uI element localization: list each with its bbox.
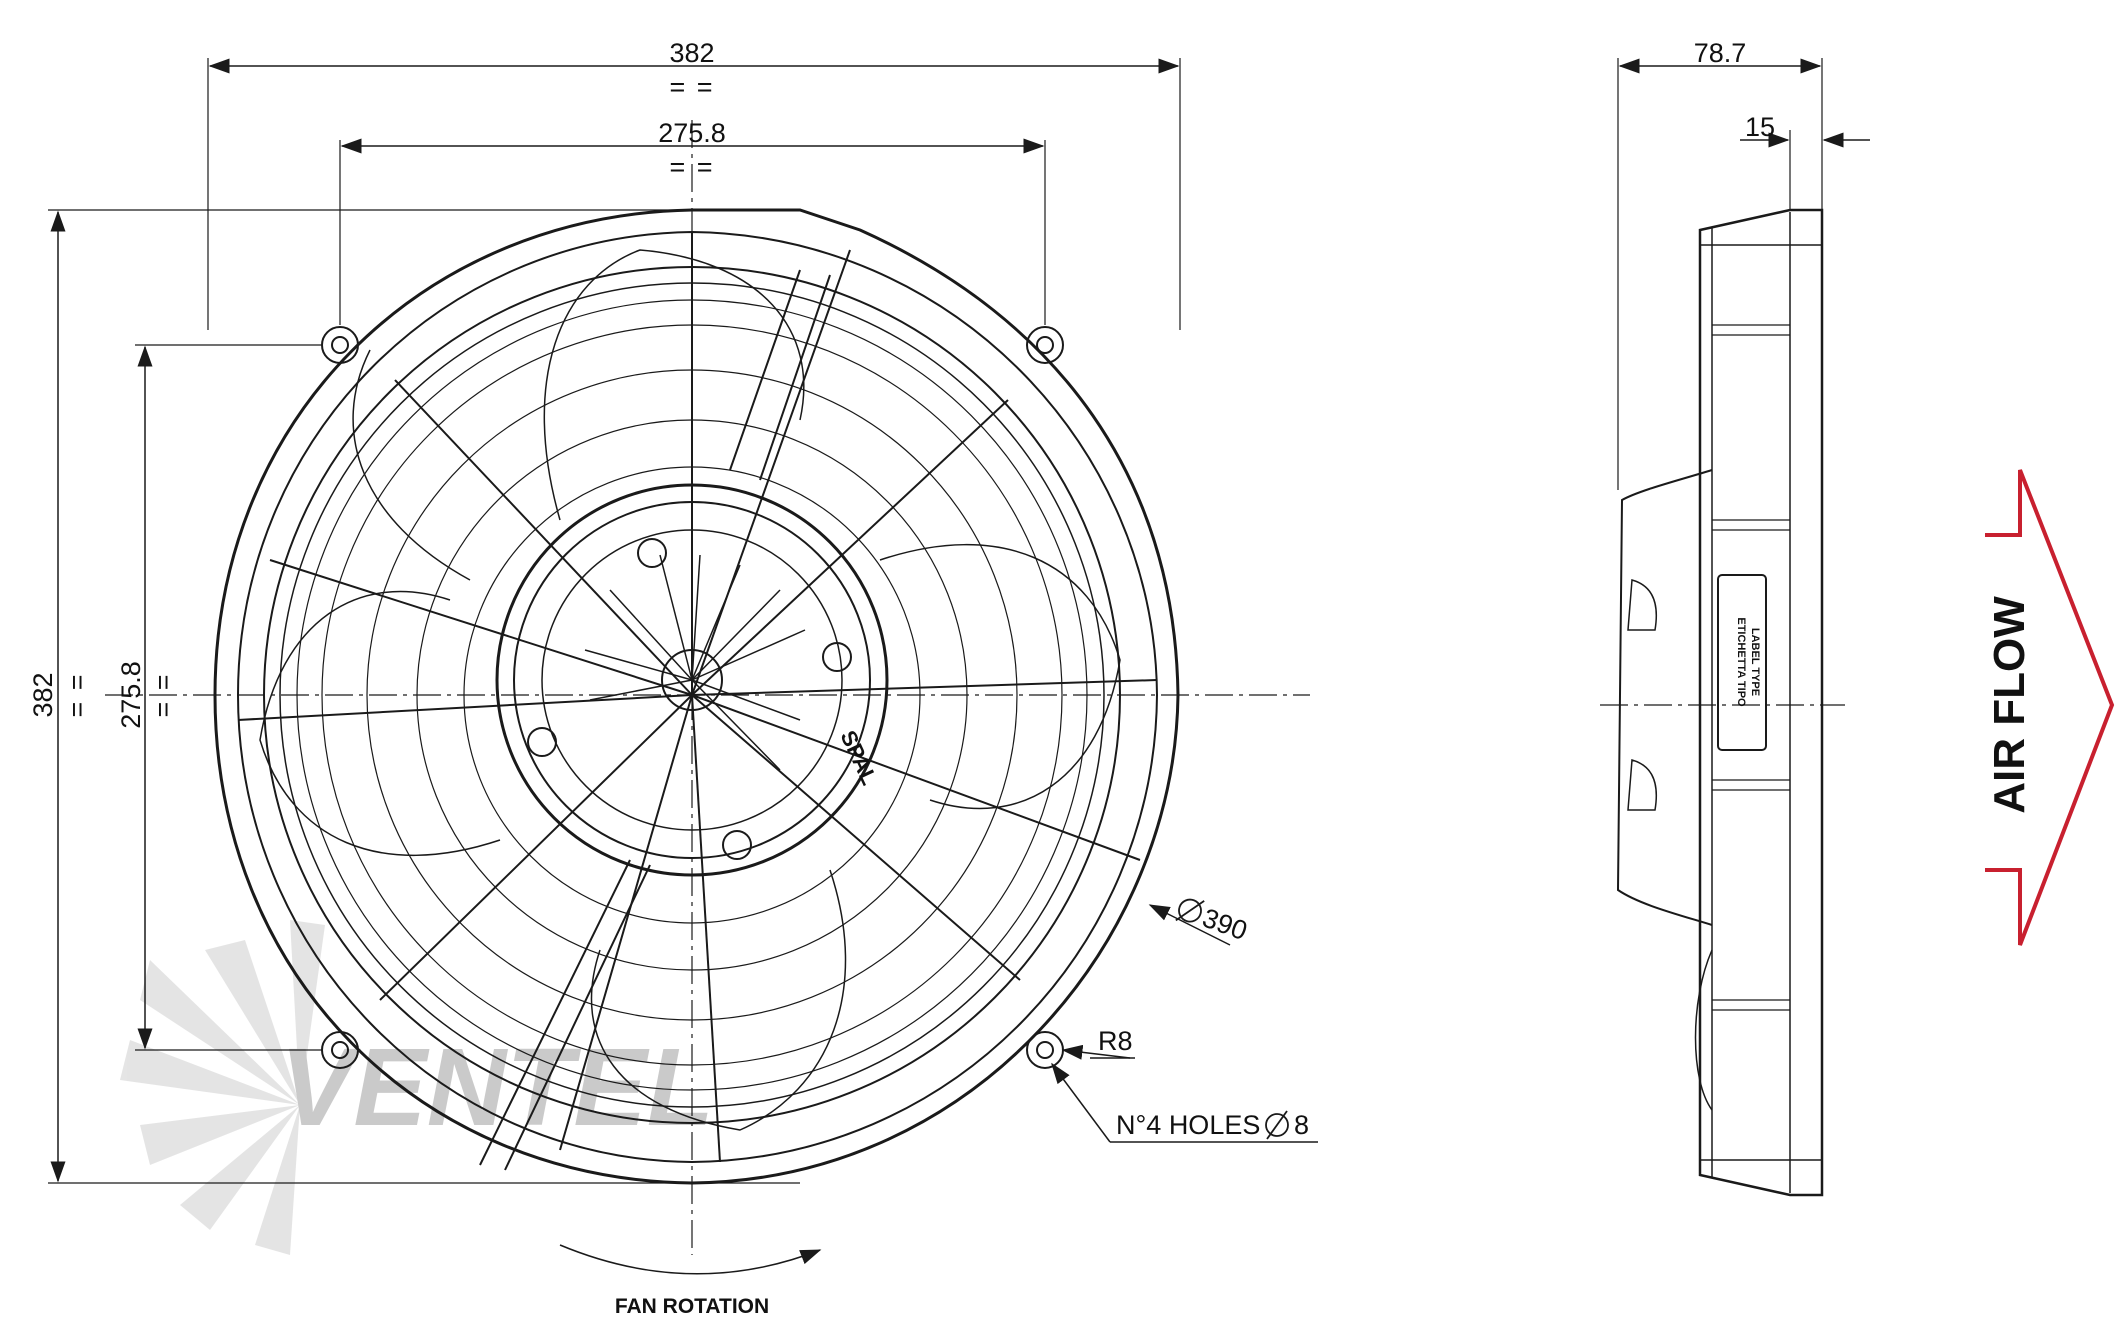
dim-diameter-value: 390 bbox=[1199, 903, 1252, 947]
air-flow-arrow-icon bbox=[1985, 469, 2115, 946]
hub-brand-text: SPAL bbox=[835, 727, 882, 789]
dim-height-holes-value: 275.8 bbox=[116, 661, 146, 729]
dim-depth-flange: 15 bbox=[1740, 112, 1870, 210]
dim-width-holes: 275.8 = = bbox=[339, 118, 1046, 325]
label-tag-line2: LABEL TYPE bbox=[1749, 628, 1761, 696]
side-view: ETICHETTA TIPO LABEL TYPE 78.7 15 bbox=[1600, 38, 1870, 1197]
side-motor bbox=[1616, 469, 1713, 1111]
side-label-tag: ETICHETTA TIPO LABEL TYPE bbox=[1717, 574, 1767, 751]
fan-rotation: FAN ROTATION bbox=[559, 1244, 822, 1318]
dim-width-overall: 382 = = bbox=[207, 38, 1181, 330]
fan-blades bbox=[259, 249, 1121, 1131]
air-flow-indicator: AIR FLOW bbox=[1985, 469, 2115, 946]
dim-width-holes-value: 275.8 bbox=[658, 118, 726, 148]
mounting-hole bbox=[1026, 1031, 1064, 1069]
dim-depth-overall-value: 78.7 bbox=[1694, 38, 1747, 68]
dim-holes: N°4 HOLES 8 bbox=[1051, 1062, 1318, 1143]
dim-height-holes: 275.8 = = bbox=[116, 344, 322, 1051]
dim-height-overall-value: 382 bbox=[28, 672, 58, 717]
dim-hole-diameter-value: 8 bbox=[1294, 1110, 1309, 1140]
fan-rotation-label: FAN ROTATION bbox=[615, 1295, 769, 1318]
mounting-hole bbox=[321, 326, 359, 364]
watermark-fan-icon bbox=[120, 920, 325, 1255]
dim-depth-flange-value: 15 bbox=[1745, 112, 1775, 142]
dim-width-overall-value: 382 bbox=[669, 38, 714, 68]
motor-fins bbox=[584, 554, 806, 771]
dim-depth-overall: 78.7 bbox=[1617, 38, 1823, 490]
dim-width-holes-equal: = = bbox=[669, 152, 714, 182]
watermark: VENTEL bbox=[120, 920, 714, 1255]
dim-radius: R8 bbox=[1061, 1026, 1135, 1060]
mounting-hole bbox=[1026, 326, 1064, 364]
guard-spokes bbox=[237, 232, 1158, 1163]
hub-screws bbox=[527, 538, 852, 860]
dim-diameter: 390 bbox=[1148, 898, 1252, 947]
dim-radius-value: R8 bbox=[1098, 1026, 1133, 1056]
air-flow-label: AIR FLOW bbox=[1985, 596, 2034, 814]
mounting-holes bbox=[321, 326, 1064, 1069]
dim-height-overall-equal: = = bbox=[62, 672, 92, 717]
dim-height-overall: 382 = = bbox=[28, 209, 800, 1184]
dim-width-overall-equal: = = bbox=[669, 72, 714, 102]
dim-height-holes-equal: = = bbox=[148, 672, 178, 717]
cable-harness bbox=[479, 269, 831, 1171]
dim-holes-label: N°4 HOLES bbox=[1116, 1110, 1260, 1140]
label-tag-line1: ETICHETTA TIPO bbox=[1735, 617, 1747, 707]
